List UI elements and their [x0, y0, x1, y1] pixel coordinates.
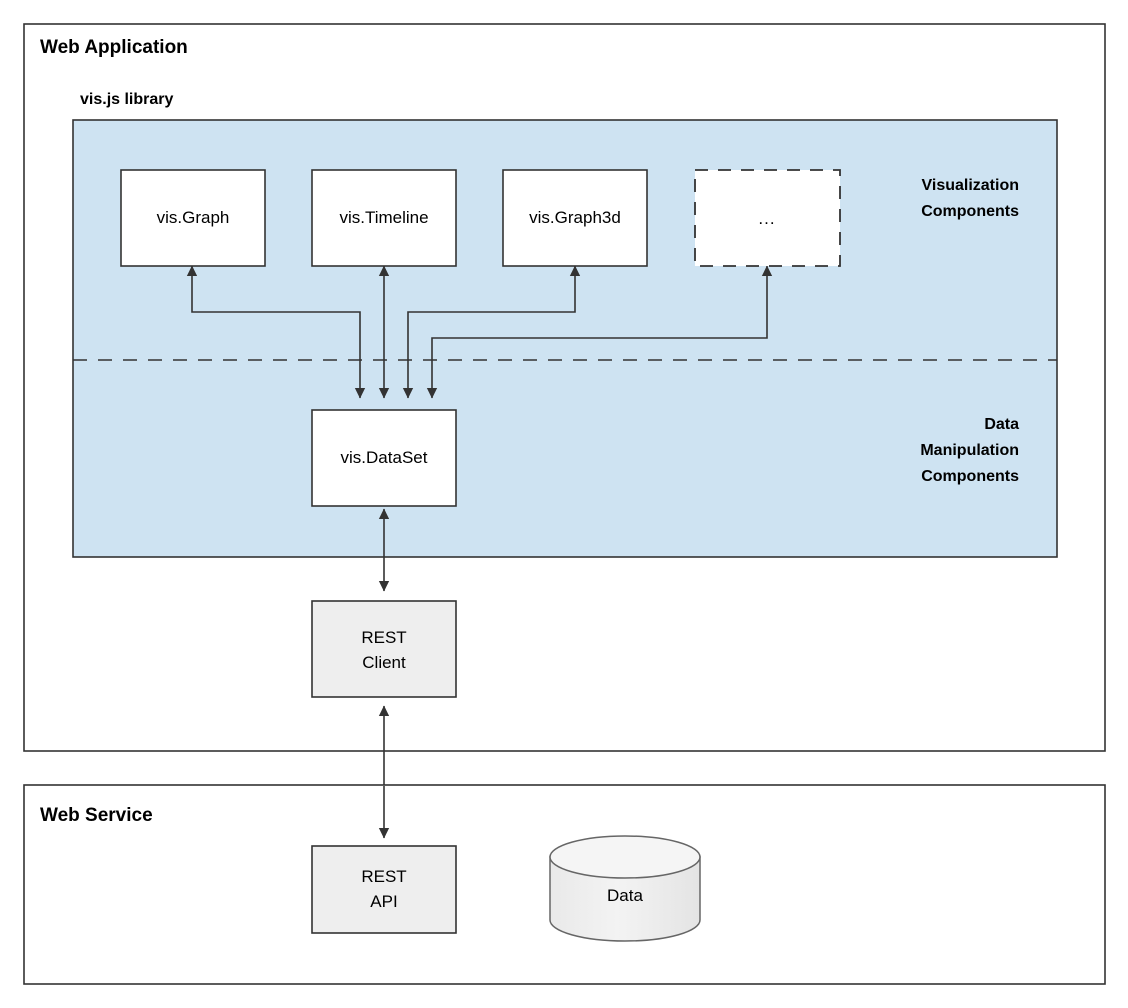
zone-label-data-line1: Data [984, 416, 1019, 433]
zone-label-visualization-line2: Components [921, 203, 1019, 220]
vis-js-library-title: vis.js library [80, 91, 173, 108]
data-store-cylinder-top [549, 835, 701, 879]
node-vis-graph-label: vis.Graph [157, 208, 230, 227]
node-vis-dataset-label: vis.DataSet [341, 448, 428, 467]
node-vis-timeline-box[interactable] [311, 169, 457, 267]
node-rest-api-label-line1: REST [361, 867, 406, 886]
node-more-components-label: ... [758, 209, 775, 228]
zone-label-visualization-line1: Visualization [921, 177, 1019, 194]
node-more-components-box[interactable] [694, 169, 841, 267]
vis-js-library-panel: vis.js library Visualization Components … [72, 91, 1058, 558]
node-vis-dataset[interactable]: vis.DataSet [311, 409, 457, 507]
node-rest-client-box[interactable] [311, 600, 457, 698]
node-rest-api-label-line2: API [370, 892, 397, 911]
web-service-title: Web Service [40, 805, 153, 826]
node-more-components[interactable]: ... [694, 169, 841, 267]
data-store-cylinder-body[interactable] [549, 856, 701, 942]
connector-more-dataset [426, 265, 773, 399]
node-vis-dataset-box[interactable] [311, 409, 457, 507]
zone-label-data-line2: Manipulation [920, 442, 1019, 459]
node-vis-timeline[interactable]: vis.Timeline [311, 169, 457, 267]
node-vis-timeline-label: vis.Timeline [339, 208, 428, 227]
node-vis-graph3d[interactable]: vis.Graph3d [502, 169, 648, 267]
connector-graph-dataset [186, 265, 366, 399]
zone-label-visualization: Visualization Components [921, 177, 1019, 220]
node-vis-graph[interactable]: vis.Graph [120, 169, 266, 267]
web-application-title: Web Application [40, 37, 188, 58]
node-vis-graph-box[interactable] [120, 169, 266, 267]
zone-label-data-manipulation: Data Manipulation Components [920, 416, 1019, 485]
node-rest-api-box[interactable] [311, 845, 457, 934]
node-rest-client-label-line2: Client [362, 653, 406, 672]
node-rest-client[interactable]: REST Client [311, 600, 457, 698]
node-rest-api[interactable]: REST API [311, 845, 457, 934]
node-vis-graph3d-box[interactable] [502, 169, 648, 267]
node-vis-graph3d-label: vis.Graph3d [529, 208, 621, 227]
zone-label-data-line3: Components [921, 468, 1019, 485]
node-rest-client-label-line1: REST [361, 628, 406, 647]
node-data-store-label: Data [607, 886, 643, 905]
node-data-store[interactable]: Data [549, 835, 701, 942]
